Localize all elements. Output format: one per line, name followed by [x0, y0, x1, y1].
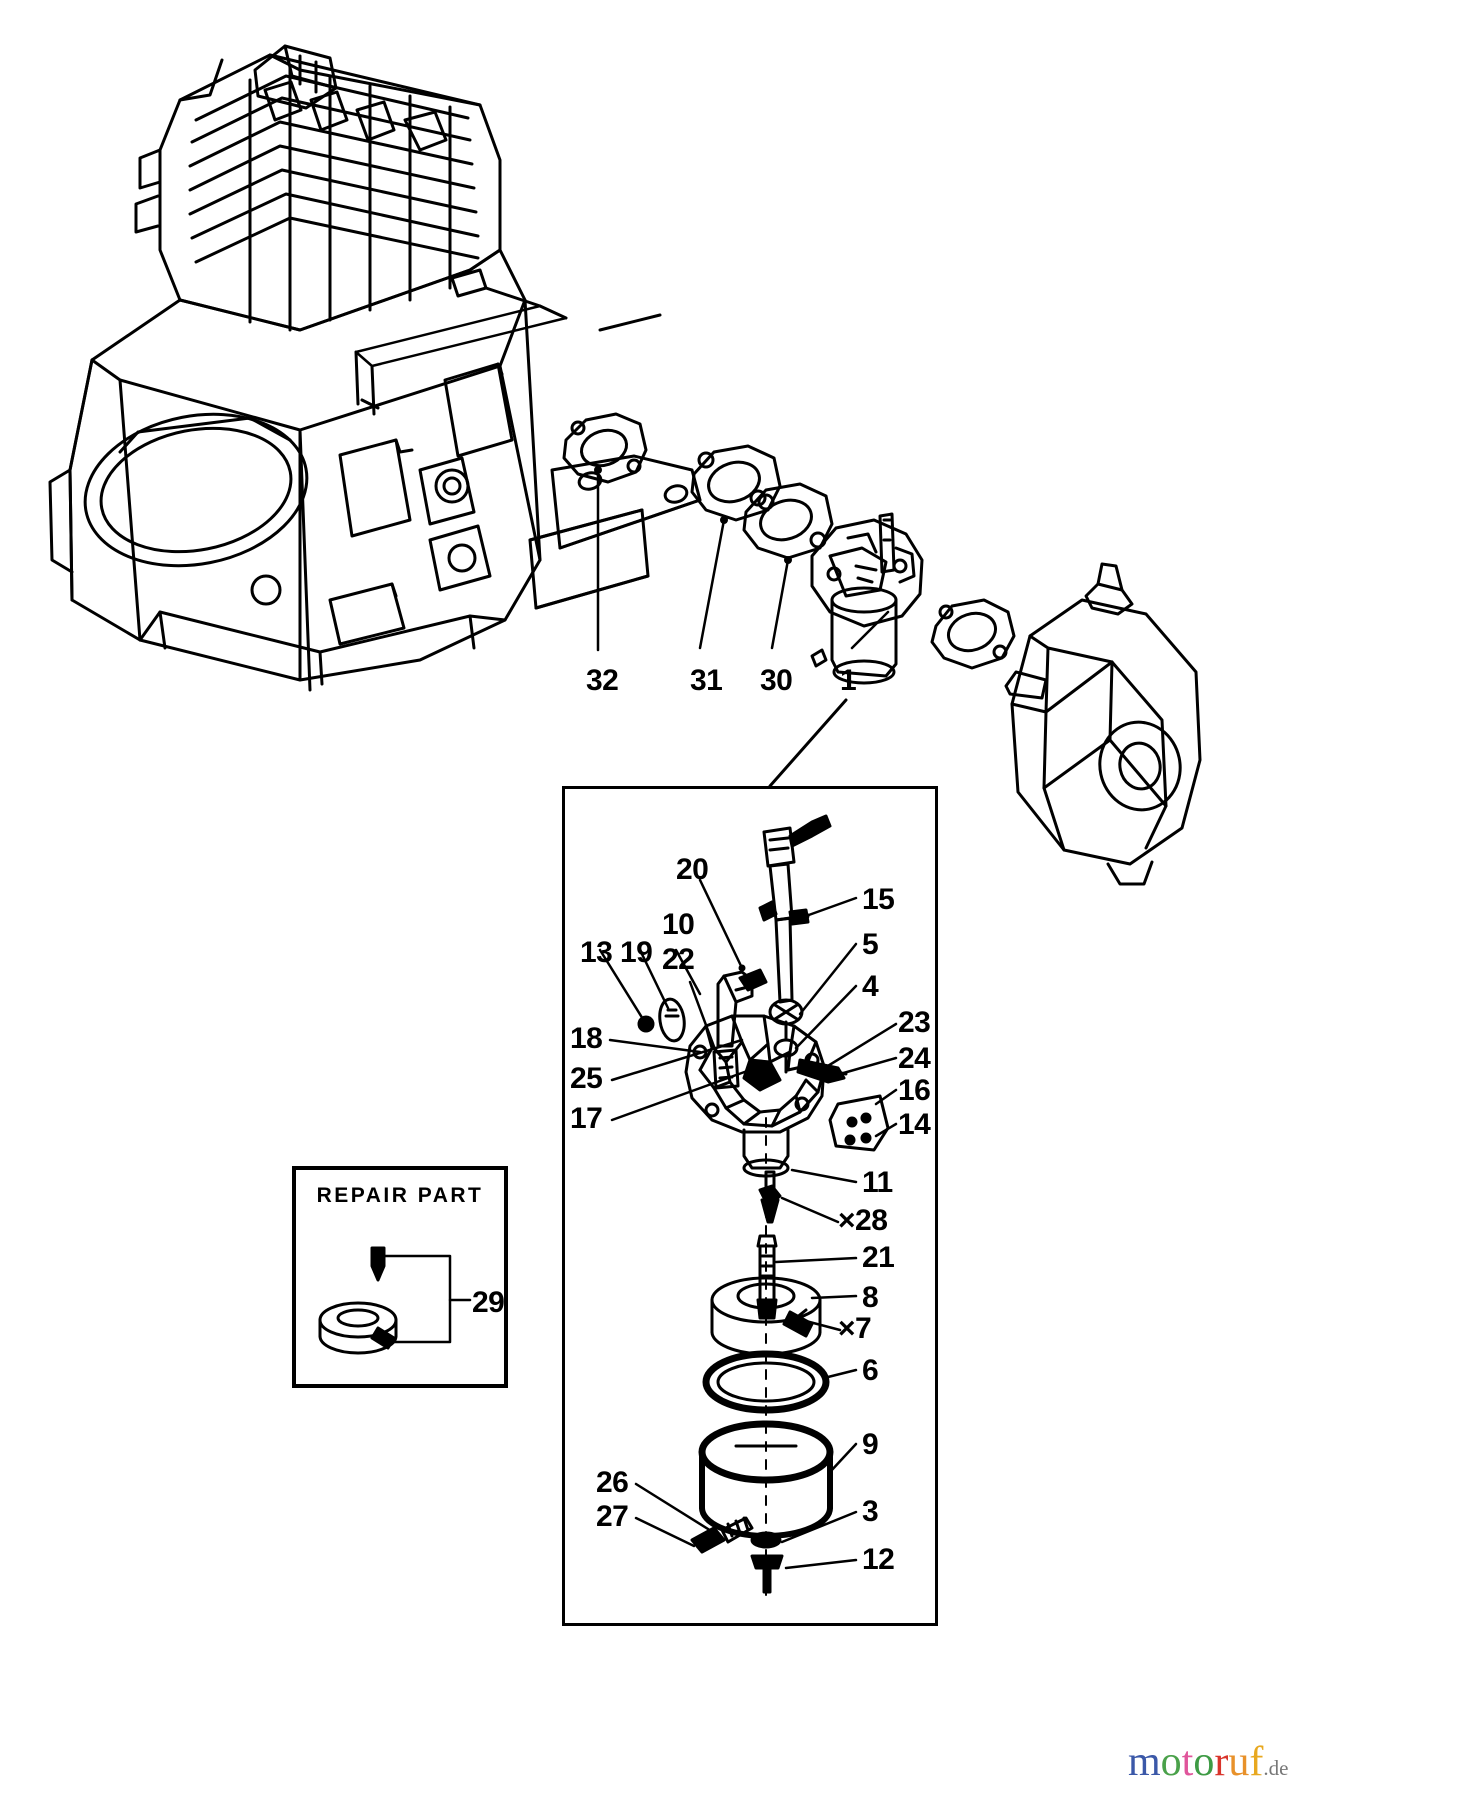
watermark-suffix: .de [1263, 1756, 1289, 1780]
gasket-32 [562, 412, 648, 484]
callout-13: 13 [580, 936, 613, 969]
callout-16: 16 [898, 1074, 931, 1107]
callout-8: 8 [862, 1281, 879, 1314]
callout-11: 11 [862, 1166, 893, 1199]
watermark-letter: f [1249, 1739, 1264, 1785]
callout-30: 30 [760, 664, 793, 697]
motoruf-watermark: motoruf.de [1128, 1741, 1288, 1783]
repair-float-ring [318, 1301, 398, 1355]
gasket-aircleaner [930, 598, 1016, 670]
gasket-31 [690, 444, 782, 522]
repair-needle [370, 1246, 386, 1282]
callout-1: 1 [840, 664, 857, 697]
callout-10: 10 [662, 908, 695, 941]
callout-31: 31 [690, 664, 723, 697]
watermark-letter: u [1228, 1739, 1250, 1785]
linkage-rods [354, 268, 662, 416]
callout-20: 20 [676, 853, 709, 886]
air-cleaner-assembly [1004, 562, 1202, 886]
watermark-letters: motoruf [1128, 1739, 1263, 1785]
callout-24: 24 [898, 1042, 931, 1075]
callout-21: 21 [862, 1241, 895, 1274]
watermark-letter: m [1128, 1739, 1161, 1785]
leader-lines-main [596, 468, 890, 652]
callout-12: 12 [862, 1543, 895, 1576]
crankcase-illustration [48, 248, 542, 692]
carburetor-main-view [810, 512, 924, 685]
callout-19: 19 [620, 936, 653, 969]
heat-shield-16-14 [828, 1094, 890, 1152]
detail-box-link [768, 698, 848, 788]
repair-part-title: REPAIR PART [316, 1184, 484, 1207]
watermark-letter: o [1160, 1739, 1182, 1785]
callout-5: 5 [862, 928, 879, 961]
watermark-letter: o [1193, 1739, 1215, 1785]
leader-lines-detail [598, 878, 898, 1570]
callout-27: 27 [596, 1500, 629, 1533]
insulator-30 [742, 482, 834, 560]
callout-3: 3 [862, 1495, 879, 1528]
callout-15: 15 [862, 883, 895, 916]
watermark-letter: r [1214, 1739, 1229, 1785]
callout-26: 26 [596, 1466, 629, 1499]
callout-18: 18 [570, 1022, 603, 1055]
throttle-shaft-15 [758, 814, 832, 1004]
cylinder-head-illustration [134, 44, 502, 332]
callout-22: 22 [662, 943, 695, 976]
callout-6: 6 [862, 1354, 879, 1387]
callout-9: 9 [862, 1428, 879, 1461]
callout-4: 4 [862, 970, 879, 1003]
callout-14: 14 [898, 1108, 931, 1141]
callout-7: ×7 [838, 1312, 872, 1345]
callout-28: ×28 [838, 1204, 888, 1237]
repair-part-box: REPAIR PART [292, 1166, 508, 1388]
carburetor-detail-box [562, 786, 938, 1626]
watermark-letter: t [1181, 1739, 1194, 1785]
callout-17: 17 [570, 1102, 603, 1135]
callout-25: 25 [570, 1062, 603, 1095]
callout-23: 23 [898, 1006, 931, 1039]
repair-bracket [382, 1254, 472, 1344]
bowl-bolt-12 [750, 1554, 784, 1594]
callout-32: 32 [586, 664, 619, 697]
main-jet-21 [756, 1234, 778, 1320]
callout-29: 29 [472, 1286, 505, 1319]
